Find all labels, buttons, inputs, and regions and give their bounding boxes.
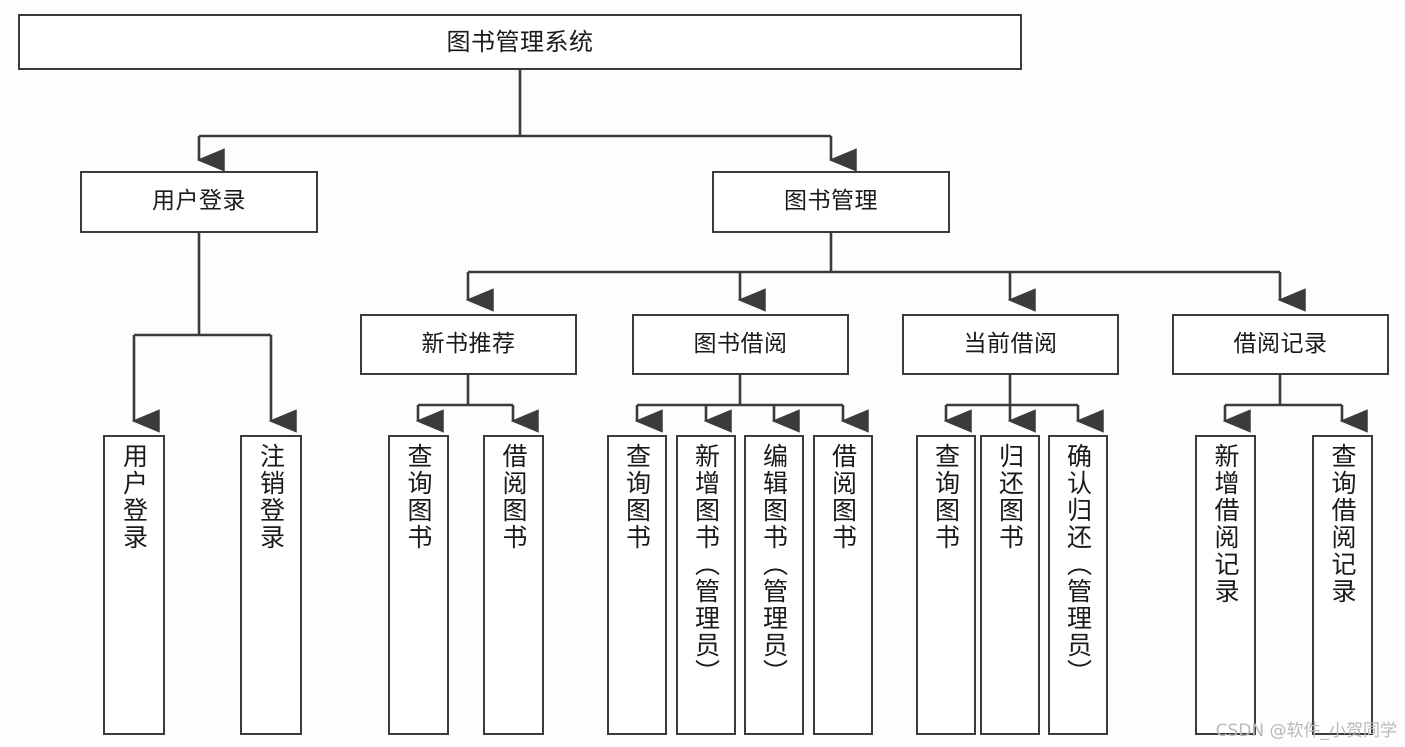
node-leaf-borrow-book-2[interactable]: 借阅图书	[813, 435, 873, 735]
node-book-borrow[interactable]: 图书借阅	[632, 314, 849, 375]
node-leaf-add-record[interactable]: 新增借阅记录	[1195, 435, 1256, 735]
csdn-watermark: CSDN @软件_小贺同学	[1215, 721, 1397, 741]
node-leaf-query-book-2-label: 查询图书	[622, 443, 652, 551]
node-leaf-query-record[interactable]: 查询借阅记录	[1312, 435, 1373, 735]
node-leaf-user-logout-label: 注销登录	[256, 443, 286, 551]
node-leaf-confirm-return[interactable]: 确认归还（管理员）	[1048, 435, 1108, 735]
node-leaf-borrow-book-1-label: 借阅图书	[499, 443, 528, 551]
node-leaf-user-login[interactable]: 用户登录	[103, 435, 165, 735]
node-borrow-record[interactable]: 借阅记录	[1172, 314, 1389, 375]
node-book-manage-label: 图书管理	[784, 188, 878, 215]
node-leaf-add-book[interactable]: 新增图书（管理员）	[676, 435, 736, 735]
node-current-borrow-label: 当前借阅	[963, 330, 1058, 357]
node-leaf-confirm-return-label: 确认归还（管理员）	[1063, 443, 1093, 686]
node-root-label: 图书管理系统	[446, 27, 594, 56]
node-book-manage[interactable]: 图书管理	[712, 171, 950, 233]
node-leaf-edit-book[interactable]: 编辑图书（管理员）	[744, 435, 804, 735]
node-book-borrow-label: 图书借阅	[693, 330, 788, 357]
node-leaf-query-book-3[interactable]: 查询图书	[916, 435, 976, 735]
node-leaf-user-login-label: 用户登录	[119, 443, 149, 551]
node-leaf-user-logout[interactable]: 注销登录	[240, 435, 302, 735]
node-user-login[interactable]: 用户登录	[80, 171, 318, 233]
node-leaf-borrow-book-2-label: 借阅图书	[828, 443, 858, 551]
node-leaf-edit-book-label: 编辑图书（管理员）	[759, 443, 789, 686]
node-leaf-return-book[interactable]: 归还图书	[980, 435, 1040, 735]
node-leaf-query-book-2[interactable]: 查询图书	[607, 435, 667, 735]
node-leaf-query-book-1-label: 查询图书	[404, 443, 433, 551]
node-root[interactable]: 图书管理系统	[18, 14, 1022, 70]
node-leaf-add-book-label: 新增图书（管理员）	[691, 443, 721, 686]
node-user-login-label: 用户登录	[152, 188, 246, 215]
node-borrow-record-label: 借阅记录	[1233, 330, 1328, 357]
node-new-book-rec-label: 新书推荐	[421, 330, 516, 357]
node-current-borrow[interactable]: 当前借阅	[902, 314, 1119, 375]
node-leaf-query-book-3-label: 查询图书	[931, 443, 961, 551]
node-leaf-query-record-label: 查询借阅记录	[1328, 443, 1357, 605]
node-leaf-borrow-book-1[interactable]: 借阅图书	[483, 435, 544, 735]
node-leaf-add-record-label: 新增借阅记录	[1211, 443, 1240, 605]
node-leaf-query-book-1[interactable]: 查询图书	[388, 435, 449, 735]
node-leaf-return-book-label: 归还图书	[995, 443, 1025, 551]
node-new-book-rec[interactable]: 新书推荐	[360, 314, 577, 375]
